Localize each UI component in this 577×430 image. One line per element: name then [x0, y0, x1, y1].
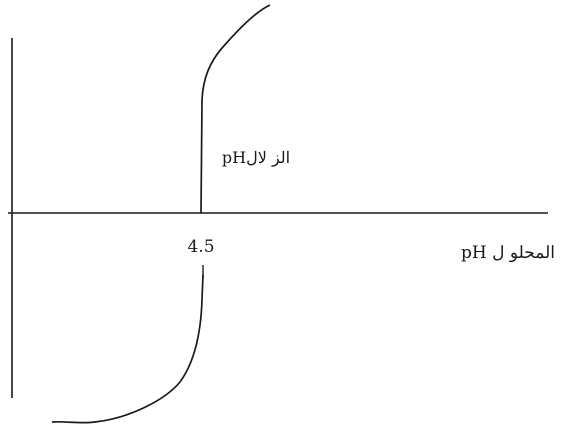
x-axis-label: pH المحلو ل [461, 243, 555, 263]
curve-upper-branch [200, 4, 271, 214]
curve-lower-branch [51, 274, 204, 424]
vertical-line-label: pHالز لال [222, 148, 290, 167]
tick-label-4-5: 4.5 [187, 237, 214, 257]
